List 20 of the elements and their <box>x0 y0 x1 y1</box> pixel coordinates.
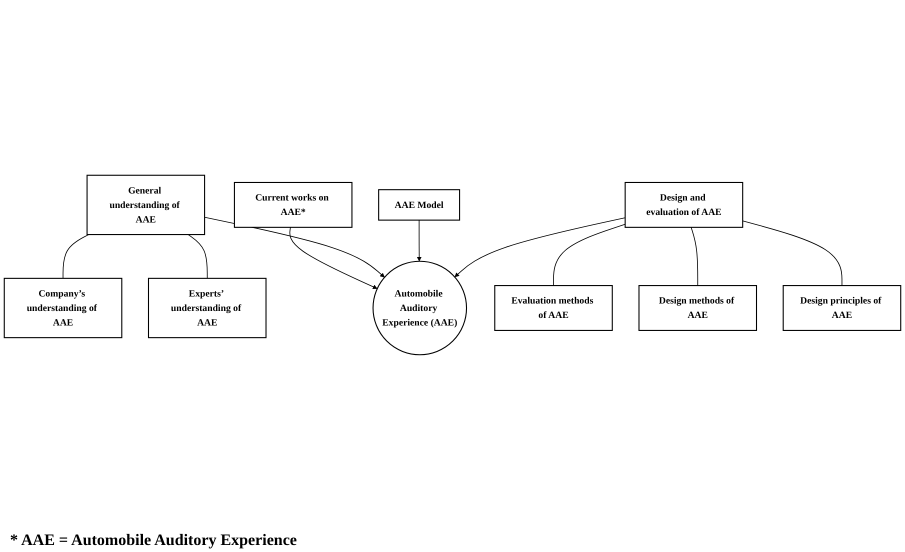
node-box: Design principles of AAE <box>782 285 902 331</box>
connector <box>553 224 626 286</box>
connector <box>690 226 698 286</box>
connector <box>188 234 208 279</box>
footnote: * AAE = Automobile Auditory Experience <box>9 531 298 551</box>
arrow <box>204 216 385 278</box>
node-circle: Automobile Auditory Experience (AAE) <box>372 260 468 356</box>
arrow <box>289 226 378 290</box>
node-box: General understanding of AAE <box>86 174 206 236</box>
arrow <box>454 217 626 278</box>
arrow <box>416 220 422 262</box>
connector <box>742 220 842 286</box>
connector <box>62 234 90 279</box>
node-box: Experts’ understanding of AAE <box>148 278 267 338</box>
node-box: Design and evaluation of AAE <box>624 182 744 228</box>
node-box: Current works on AAE* <box>234 182 352 228</box>
node-box: Company’s understanding of AAE <box>4 278 122 338</box>
node-box: Design methods of AAE <box>638 285 758 331</box>
node-box: AAE Model <box>378 189 460 221</box>
node-box: Evaluation methods of AAE <box>494 285 613 331</box>
